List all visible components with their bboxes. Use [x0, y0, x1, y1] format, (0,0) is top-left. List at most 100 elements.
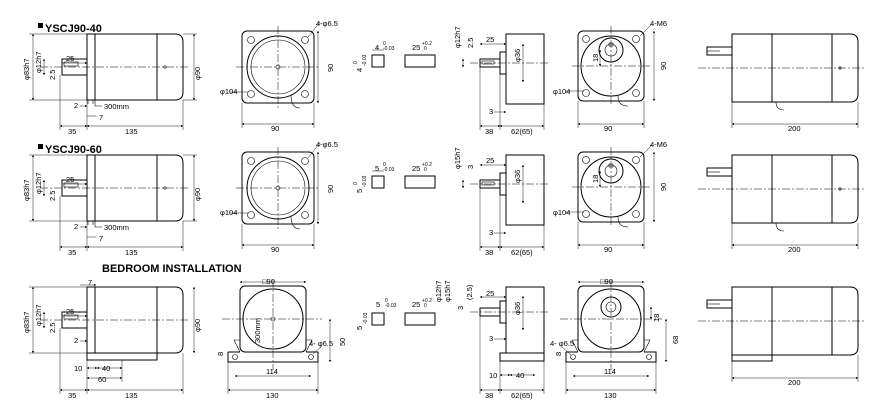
- b-hole-label: 4- φ6.5: [309, 339, 333, 348]
- key2-l-label: 25: [412, 43, 420, 52]
- b-assembly-length-label: 200: [788, 378, 801, 387]
- b-key-section-1: 5 0 -0.03 5 -0.03: [355, 298, 397, 330]
- b-gear-shaft1-label: φ12h7: [434, 280, 443, 302]
- b-gear-inner-label: 114: [604, 367, 616, 376]
- b-key1-w-label: 5: [376, 300, 380, 309]
- gear-dia36-label: φ36: [513, 170, 522, 183]
- motor-row-60: YSCJ90-60 φ83h7 φ12h7 2.5 25 φ90 2: [22, 140, 865, 257]
- gear-len-b-label: 62(65): [511, 127, 533, 136]
- svg-text:-0.03: -0.03: [383, 167, 395, 173]
- gear-key-label: 25: [486, 35, 494, 44]
- b-height-label: 50: [338, 338, 347, 346]
- motor-side-view: φ83h7 φ12h7 2.5 25 φ90 2 7 300mm 35 135: [22, 154, 202, 257]
- key-section-2: 25 +0.2 0: [404, 41, 436, 68]
- key-width-label: 2.5: [48, 70, 57, 80]
- motor-front-view: φ104 4-φ6.5 90 90: [220, 140, 338, 254]
- key1-h-label: 4: [355, 68, 364, 72]
- key-width-label: 2.5: [48, 191, 57, 201]
- b-key-w-label: 2.5: [48, 323, 57, 333]
- gear-hole-label: 4-M6: [650, 19, 667, 28]
- dia90-label: φ90: [193, 188, 202, 201]
- cable-length-label: 300mm: [104, 102, 129, 111]
- gear-hole-label: 4-M6: [650, 140, 667, 149]
- shaft-dia-label: φ12h7: [34, 172, 43, 194]
- gear-len-a-label: 38: [485, 127, 493, 136]
- b-gear-hole-label: 4- φ6.5: [550, 339, 574, 348]
- bedroom-front-view: □90 300mm 8 4- φ6.5 50 114 130: [216, 277, 347, 400]
- length-a-label: 35: [68, 127, 76, 136]
- gear-pcd-label: φ104: [553, 208, 570, 217]
- b-gearbox-side-view: φ12h7 φ15h7 3 (2.5) 25 φ36 3 10 40 38 62…: [434, 280, 550, 400]
- length-b-label: 135: [125, 127, 138, 136]
- flange-offset-label: 7: [99, 113, 103, 122]
- b-gear-len-a-label: 38: [485, 391, 493, 400]
- b-flange-label: 2: [74, 336, 78, 345]
- height-label: 90: [326, 185, 335, 193]
- b-gear-foot-h-label: 8: [554, 352, 563, 356]
- gear-len-b-label: 62(65): [511, 248, 533, 257]
- b-foot-c-label: 60: [98, 375, 106, 384]
- motor-side-view: φ83h7 φ12h7 2.5 25 φ90 2 7 300mm 35 135: [22, 33, 202, 136]
- gear-width-label: 90: [604, 124, 612, 133]
- key1-h-label: 5: [355, 189, 364, 193]
- key-length-label: 25: [66, 54, 74, 63]
- gear-pcd-label: φ104: [553, 87, 570, 96]
- b-outer-label: 130: [266, 391, 279, 400]
- svg-text:-0.03: -0.03: [362, 175, 368, 187]
- b-key-label: 25: [66, 307, 74, 316]
- b-gear-foot-a-label: 10: [489, 371, 497, 380]
- svg-text:0: 0: [424, 303, 427, 309]
- b-key1-h-label: 5: [355, 326, 364, 330]
- b-assembly-view: 200: [698, 286, 865, 387]
- gearbox-front-view: 18 φ104 4-M6 90 90: [553, 19, 668, 133]
- hole-label: 4-φ6.5: [316, 140, 338, 149]
- bedroom-side-view: 7 φ83h7 φ12h7 2.5 25 φ90 2 10 40 60: [22, 278, 202, 400]
- svg-text:0: 0: [383, 41, 386, 47]
- gear-len-a-label: 38: [485, 248, 493, 257]
- svg-text:-0.03: -0.03: [362, 54, 368, 66]
- b-gear-flange-label: 3: [489, 334, 493, 343]
- dia90-label: φ90: [193, 67, 202, 80]
- svg-text:0: 0: [353, 182, 359, 185]
- svg-text:+0.2: +0.2: [422, 41, 432, 47]
- b-gear-offset-label: 18: [652, 314, 661, 322]
- assembly-view: 200: [698, 33, 865, 133]
- width-label: 90: [271, 124, 279, 133]
- svg-text:0: 0: [424, 46, 427, 52]
- b-dia90-label: φ90: [193, 319, 202, 332]
- b-gear-keyw1-label: 3: [456, 306, 465, 310]
- assembly-length-label: 200: [788, 124, 801, 133]
- height-label: 90: [326, 64, 335, 72]
- key-length-label: 25: [66, 175, 74, 184]
- body-dia-label: φ83h7: [22, 58, 31, 80]
- assembly-view: 200: [698, 154, 865, 254]
- svg-text:0: 0: [424, 167, 427, 173]
- row-title: YSCJ90-40: [45, 23, 102, 35]
- b-body-dia-label: φ83h7: [22, 311, 31, 333]
- gear-height-label: 90: [659, 62, 668, 70]
- key1-w-label: 4: [375, 43, 379, 52]
- flange-thk-label: 2: [74, 222, 78, 231]
- width-label: 90: [271, 245, 279, 254]
- gear-keyw-label: 2.5: [466, 38, 475, 48]
- svg-text:-0.03: -0.03: [363, 312, 369, 324]
- gearbox-side-view: 25 φ15h7 3 φ36 3 38 62(65): [453, 147, 550, 257]
- svg-text:0: 0: [383, 162, 386, 168]
- body-dia-label: φ83h7: [22, 179, 31, 201]
- hole-label: 4-φ6.5: [316, 19, 338, 28]
- title-bullet-icon: [38, 144, 43, 149]
- gear-keyw-label: 3: [466, 165, 475, 169]
- b-shaft-dia-label: φ12h7: [34, 304, 43, 326]
- b-gear-len-b-label: 62(65): [511, 391, 533, 400]
- b-gearbox-front-view: □90 18 68 4- φ6.5 8 114 130: [550, 277, 680, 400]
- key1-w-label: 5: [375, 164, 379, 173]
- gear-height-label: 90: [659, 183, 668, 191]
- gear-shaft-label: φ12h7: [453, 26, 462, 48]
- svg-text:+0.2: +0.2: [422, 298, 432, 304]
- pcd-label: φ104: [220, 87, 237, 96]
- gear-flange-label: 3: [489, 107, 493, 116]
- bedroom-installation: BEDROOM INSTALLATION 7 φ83h7 φ12h7 2.5 2…: [22, 263, 865, 400]
- gear-shaft-label: φ15h7: [453, 147, 462, 169]
- b-key2-l-label: 25: [412, 300, 420, 309]
- b-inner-label: 114: [266, 367, 278, 376]
